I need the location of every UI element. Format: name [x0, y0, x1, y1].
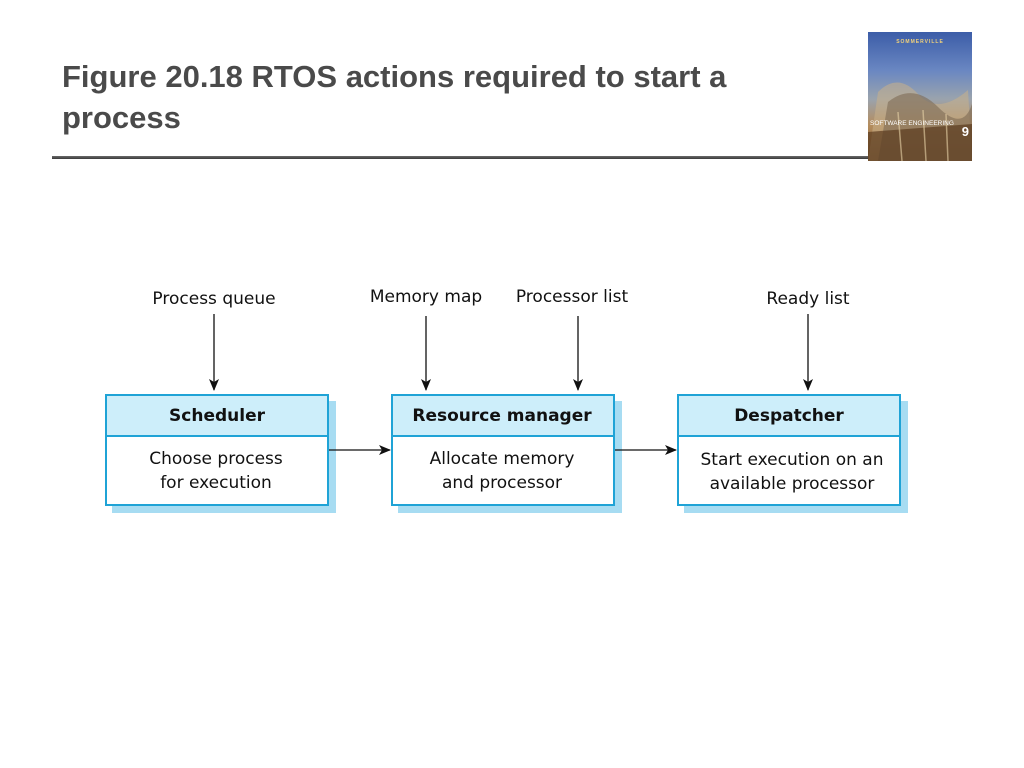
resource-manager-text-line2: and processor	[442, 473, 562, 493]
scheduler-box: Scheduler Choose process for execution	[105, 394, 336, 513]
book-cover: SOMMERVILLE SOFTWARE ENGINEERING 9	[868, 32, 972, 161]
cover-edition: 9	[961, 124, 969, 139]
cover-title: SOFTWARE ENGINEERING	[870, 120, 954, 127]
cover-author: SOMMERVILLE	[896, 39, 944, 45]
process-queue-label: Process queue	[152, 289, 275, 309]
scheduler-text-line1: Choose process	[149, 449, 283, 469]
processor-list-label: Processor list	[516, 287, 629, 307]
despatcher-box: Despatcher Start execution on an availab…	[677, 394, 908, 513]
slide-title: Figure 20.18 RTOS actions required to st…	[62, 59, 727, 135]
cover-building-art	[868, 82, 972, 161]
despatcher-header-bg	[679, 396, 899, 436]
scheduler-header-bg	[107, 396, 327, 436]
resource-manager-text-line1: Allocate memory	[430, 449, 575, 469]
despatcher-header: Despatcher	[734, 406, 844, 426]
resource-manager-box: Resource manager Allocate memory and pro…	[391, 394, 622, 513]
title-rule	[52, 156, 868, 159]
resource-manager-header-bg	[393, 396, 613, 436]
ready-list-label: Ready list	[766, 289, 849, 309]
resource-manager-header: Resource manager	[412, 406, 592, 426]
memory-map-label: Memory map	[370, 287, 482, 307]
scheduler-text-line2: for execution	[160, 473, 272, 493]
scheduler-header: Scheduler	[169, 406, 266, 426]
despatcher-text-line1: Start execution on an	[701, 450, 884, 470]
despatcher-text-line2: available processor	[710, 474, 875, 494]
